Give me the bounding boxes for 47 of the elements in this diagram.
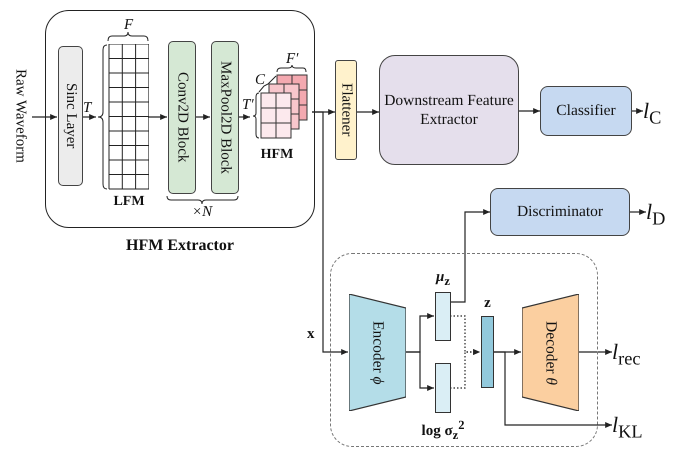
process-box: [490, 188, 630, 236]
arrow: [632, 108, 643, 114]
process-box: [58, 46, 83, 186]
loss-label: l$_{rec}$: [612, 337, 640, 374]
arrow: [195, 114, 210, 120]
arrow: [312, 111, 348, 355]
arrow: [148, 114, 167, 120]
process-box: [335, 60, 357, 160]
loss-label: l$_{D}$: [646, 197, 666, 234]
box-label: Discriminator: [516, 202, 604, 222]
block-label: Encoder ϕ: [368, 320, 386, 384]
arrow: [578, 349, 612, 355]
feature-map-label: HFM: [260, 147, 294, 163]
arrow: [519, 108, 540, 114]
arrow: [32, 114, 57, 120]
box-label: Downstream Feature Extractor: [383, 90, 515, 130]
math-label: T′: [242, 98, 254, 113]
box-label: Flattener: [338, 83, 354, 137]
math-label: F: [124, 18, 134, 33]
feature-map-label: LFM: [112, 194, 146, 210]
group-heading: HFM Extractor: [125, 237, 235, 255]
arrow: [82, 114, 96, 120]
input-label: Raw Waveform: [8, 52, 32, 180]
math-label: ×N: [192, 205, 212, 220]
dashed-group-panel: [330, 253, 598, 447]
process-box: [540, 86, 632, 136]
box-label: Classifier: [556, 101, 616, 121]
box-label: MaxPool2D Block: [216, 61, 234, 174]
box-label: Sinc Layer: [62, 83, 79, 149]
arrow: [357, 109, 379, 115]
process-box: [211, 41, 239, 194]
arrow: [405, 351, 434, 391]
process-box: [168, 41, 196, 194]
process-box: [379, 55, 519, 165]
arrow: [630, 209, 646, 215]
math-label: F′: [286, 52, 298, 67]
vector-label: μ$_{z}$: [436, 270, 450, 287]
arrow: [450, 209, 490, 303]
arrow: [493, 351, 612, 428]
arrow: [238, 114, 250, 120]
math-label: C: [255, 73, 266, 88]
loss-label: l$_{KL}$: [612, 410, 643, 446]
loss-label: l$_{C}$: [643, 96, 662, 132]
box-label: Conv2D Block: [174, 72, 190, 163]
block-label: Decoder θ: [542, 320, 560, 384]
math-label: T: [83, 101, 92, 116]
vector-label: z: [484, 296, 491, 311]
